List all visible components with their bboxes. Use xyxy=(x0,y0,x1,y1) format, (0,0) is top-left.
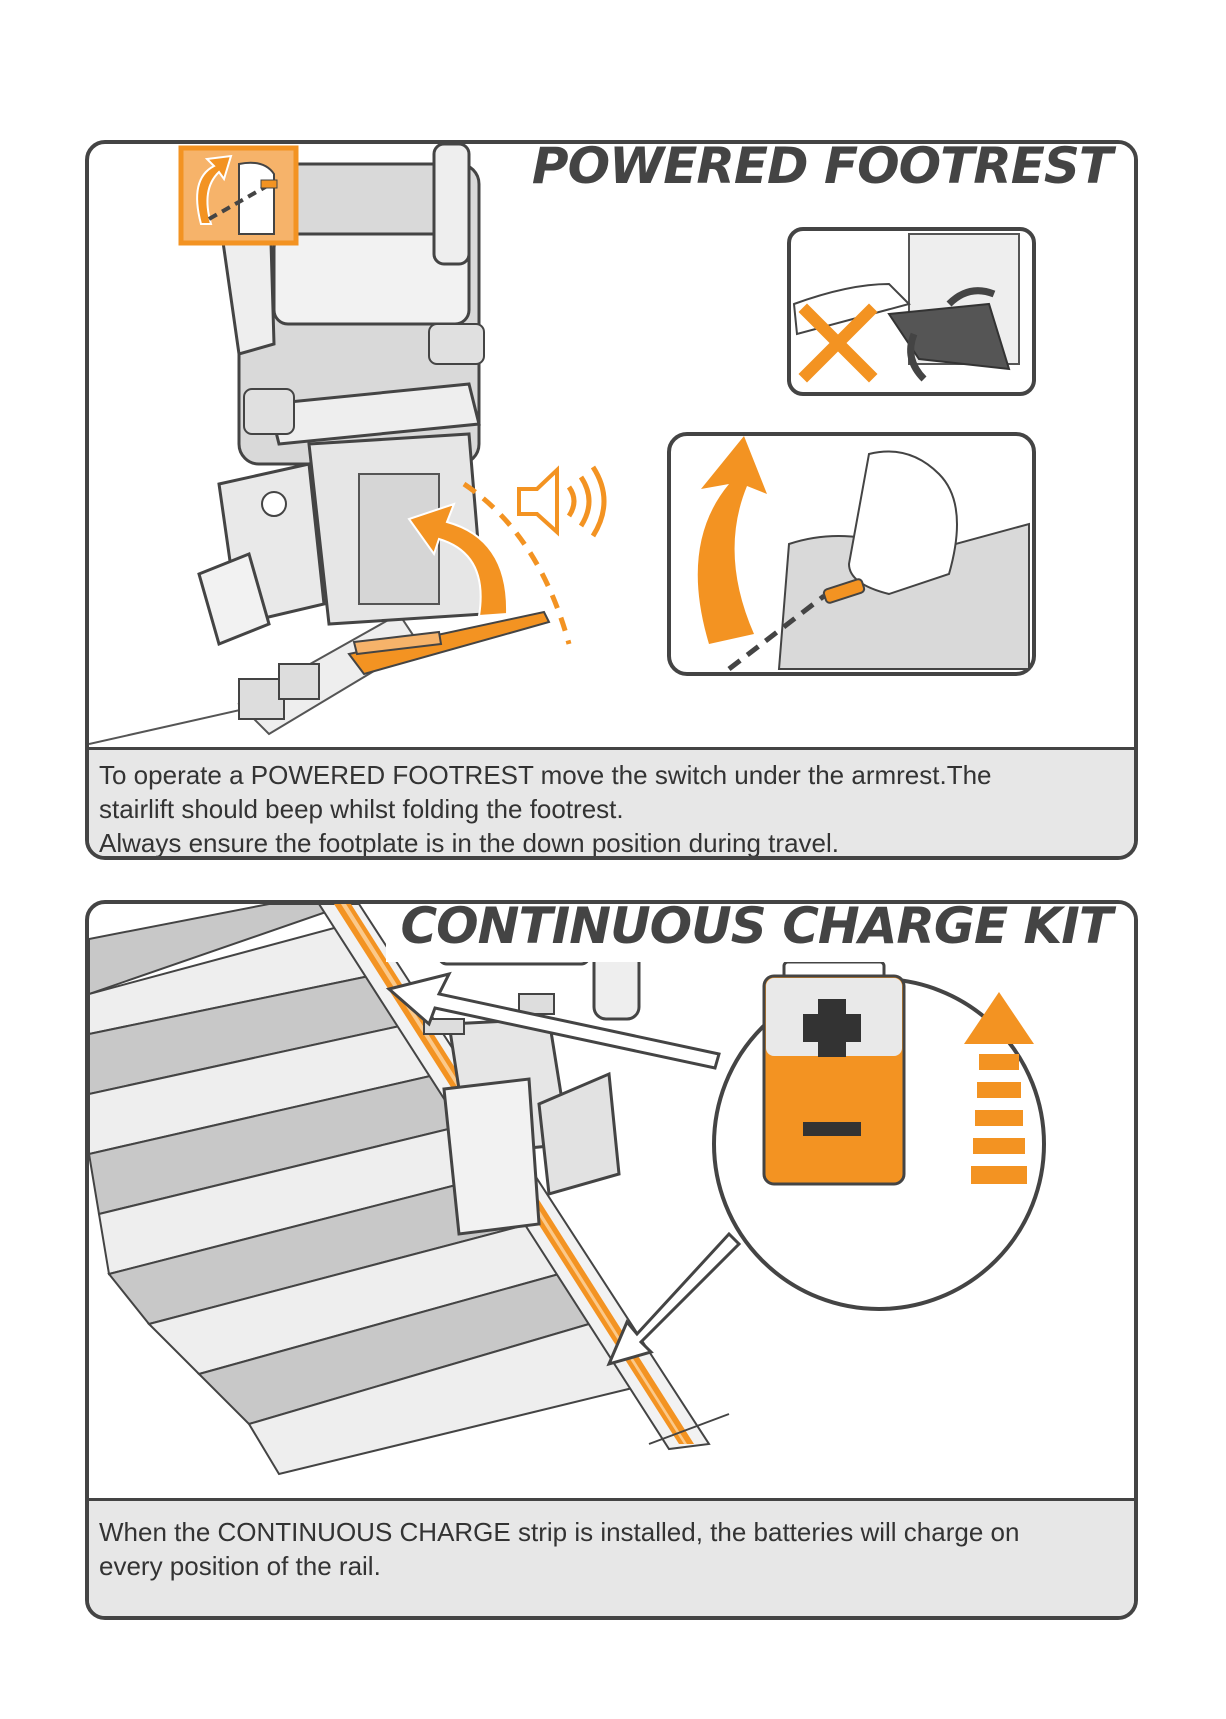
cross-icon xyxy=(798,303,878,383)
wrong-fold-inset xyxy=(787,227,1036,396)
instruction-caption: To operate a POWERED FOOTREST move the s… xyxy=(89,747,1134,856)
caption-line: stairlift should beep whilst folding the… xyxy=(99,794,624,824)
fold-arrow-icon xyxy=(407,502,509,618)
battery-icon xyxy=(762,960,906,1186)
switch-arrow-icon xyxy=(196,154,233,225)
hand-switch-inset xyxy=(667,432,1036,676)
caption-line: every position of the rail. xyxy=(99,1551,381,1581)
switch-inset xyxy=(178,145,299,246)
instruction-caption: When the CONTINUOUS CHARGE strip is inst… xyxy=(89,1498,1134,1616)
panel-title: POWERED FOOTREST xyxy=(517,144,1134,202)
caption-line: Always ensure the footplate is in the do… xyxy=(99,828,839,858)
caption-line: When the CONTINUOUS CHARGE strip is inst… xyxy=(99,1517,1020,1547)
pointer-arrows xyxy=(385,971,742,1367)
caption-line: To operate a POWERED FOOTREST move the s… xyxy=(99,760,992,790)
charge-arrow-icon xyxy=(964,992,1034,1184)
continuous-charge-panel: CONTINUOUS CHARGE KIT When the CONTINUOU… xyxy=(85,900,1138,1620)
switch-arrow-icon xyxy=(697,436,767,644)
powered-footrest-illustration xyxy=(89,144,1036,745)
panel-title: CONTINUOUS CHARGE KIT xyxy=(386,904,1134,962)
continuous-charge-illustration xyxy=(89,904,1046,1476)
powered-footrest-panel: POWERED FOOTREST To operate a POWERED FO… xyxy=(85,140,1138,860)
speaker-beep-icon xyxy=(517,465,607,538)
